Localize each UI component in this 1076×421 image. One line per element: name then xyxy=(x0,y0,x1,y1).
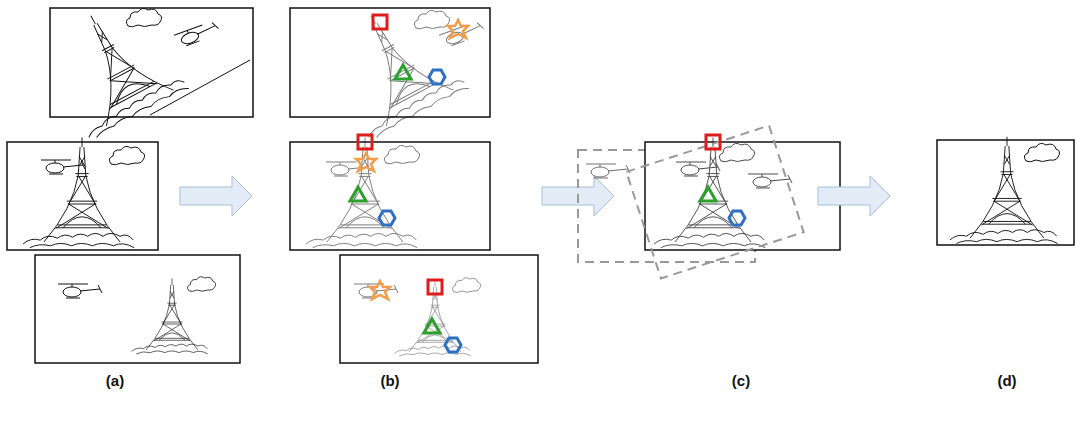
panel-label: (b) xyxy=(380,372,399,389)
panel-label: (c) xyxy=(732,372,750,389)
panel-label: (a) xyxy=(106,372,124,389)
panel-label: (d) xyxy=(997,372,1016,389)
